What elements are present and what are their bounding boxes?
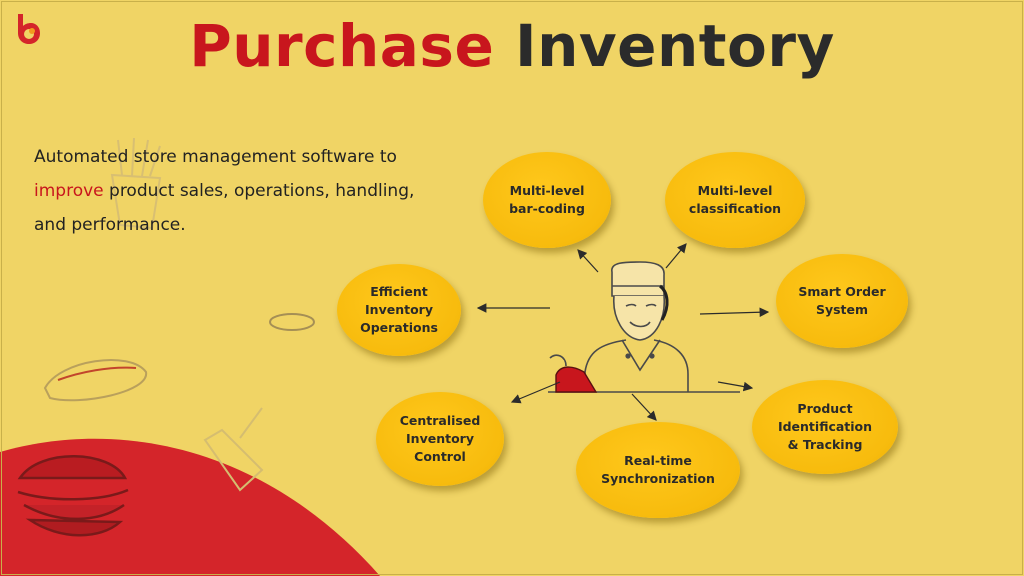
intro-line-2: improve product sales, operations, handl… xyxy=(34,174,454,208)
feature-label: Smart Order System xyxy=(798,284,886,317)
connector-arrows xyxy=(476,243,770,421)
feature-bubble-smart-order: Smart Order System xyxy=(776,254,908,348)
feature-label: Product Identification & Tracking xyxy=(777,401,873,452)
intro-highlight: improve xyxy=(34,181,104,201)
feature-bubble-product-identification: Product Identification & Tracking xyxy=(752,380,898,474)
brand-logo-icon xyxy=(18,14,40,44)
intro-line-2-rest: product sales, operations, handling, xyxy=(103,181,415,201)
feature-bubble-barcoding: Multi-level bar-coding xyxy=(483,152,611,248)
feature-label: Efficient Inventory Operations xyxy=(360,284,438,335)
bread-slice-icon xyxy=(269,313,315,331)
feature-label: Multi-level classification xyxy=(688,183,782,216)
intro-line-3: and performance. xyxy=(34,215,186,235)
feature-bubble-efficient-operations: Efficient Inventory Operations xyxy=(337,264,461,356)
intro-paragraph: Automated store management software to i… xyxy=(34,140,454,242)
feature-bubble-classification: Multi-level classification xyxy=(665,152,805,248)
intro-line-1: Automated store management software to xyxy=(34,147,397,167)
barcode-scanner-icon xyxy=(549,354,598,393)
page-title: Purchase Inventory xyxy=(0,10,1024,82)
fries-icon xyxy=(110,137,162,230)
feature-label: Real-time Synchronization xyxy=(601,453,715,486)
chef-icon xyxy=(548,261,740,393)
drink-cup-icon xyxy=(203,407,264,492)
feature-bubble-realtime-sync: Real-time Synchronization xyxy=(576,422,740,518)
title-part-inventory: Inventory xyxy=(514,12,835,80)
title-part-purchase: Purchase xyxy=(189,12,495,80)
feature-label: Multi-level bar-coding xyxy=(509,183,585,216)
hotdog-icon xyxy=(43,359,148,402)
feature-bubble-centralised-control: Centralised Inventory Control xyxy=(376,392,504,486)
burger-icon xyxy=(17,455,129,537)
feature-label: Centralised Inventory Control xyxy=(399,413,481,464)
